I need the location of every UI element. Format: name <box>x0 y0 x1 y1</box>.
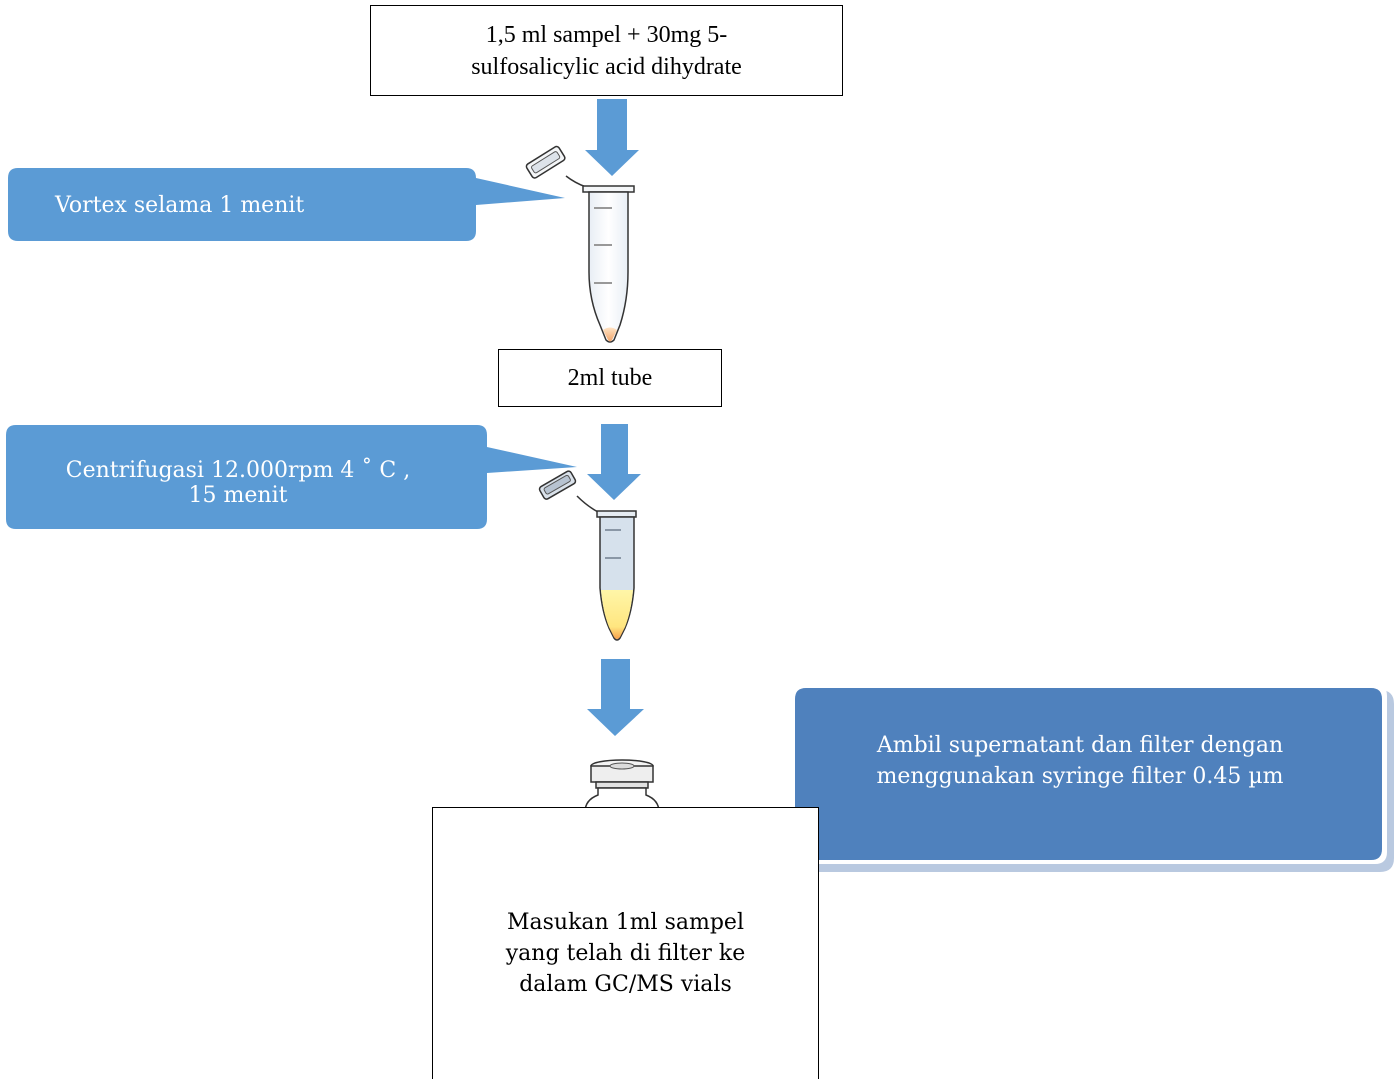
supernatant-callout <box>677 684 1394 872</box>
step1-text: 1,5 ml sampel + 30mg 5- sulfosalicylic a… <box>471 21 742 80</box>
tube-label-box: 2ml tube <box>498 349 722 407</box>
supernatant-text: Ambil supernatant dan filter dengan meng… <box>876 733 1284 789</box>
tube-label-text: 2ml tube <box>567 364 653 391</box>
microtube-icon <box>525 145 635 343</box>
final-step-text: Masukan 1ml sampel yang telah di filter … <box>505 910 746 997</box>
down-arrow-icon <box>587 659 644 736</box>
vortex-callout <box>8 168 565 241</box>
down-arrow-icon <box>587 424 641 500</box>
final-step-box: Masukan 1ml sampel yang telah di filter … <box>432 807 819 1079</box>
vortex-text: Vortex selama 1 menit <box>55 193 305 218</box>
step1-box: 1,5 ml sampel + 30mg 5- sulfosalicylic a… <box>370 5 843 96</box>
microtube-separated-icon <box>538 470 637 641</box>
centrifuge-text: Centrifugasi 12.000rpm 4 ˚ C , 15 menit <box>65 458 411 508</box>
centrifuge-callout <box>6 425 577 529</box>
down-arrow-icon <box>585 99 639 176</box>
